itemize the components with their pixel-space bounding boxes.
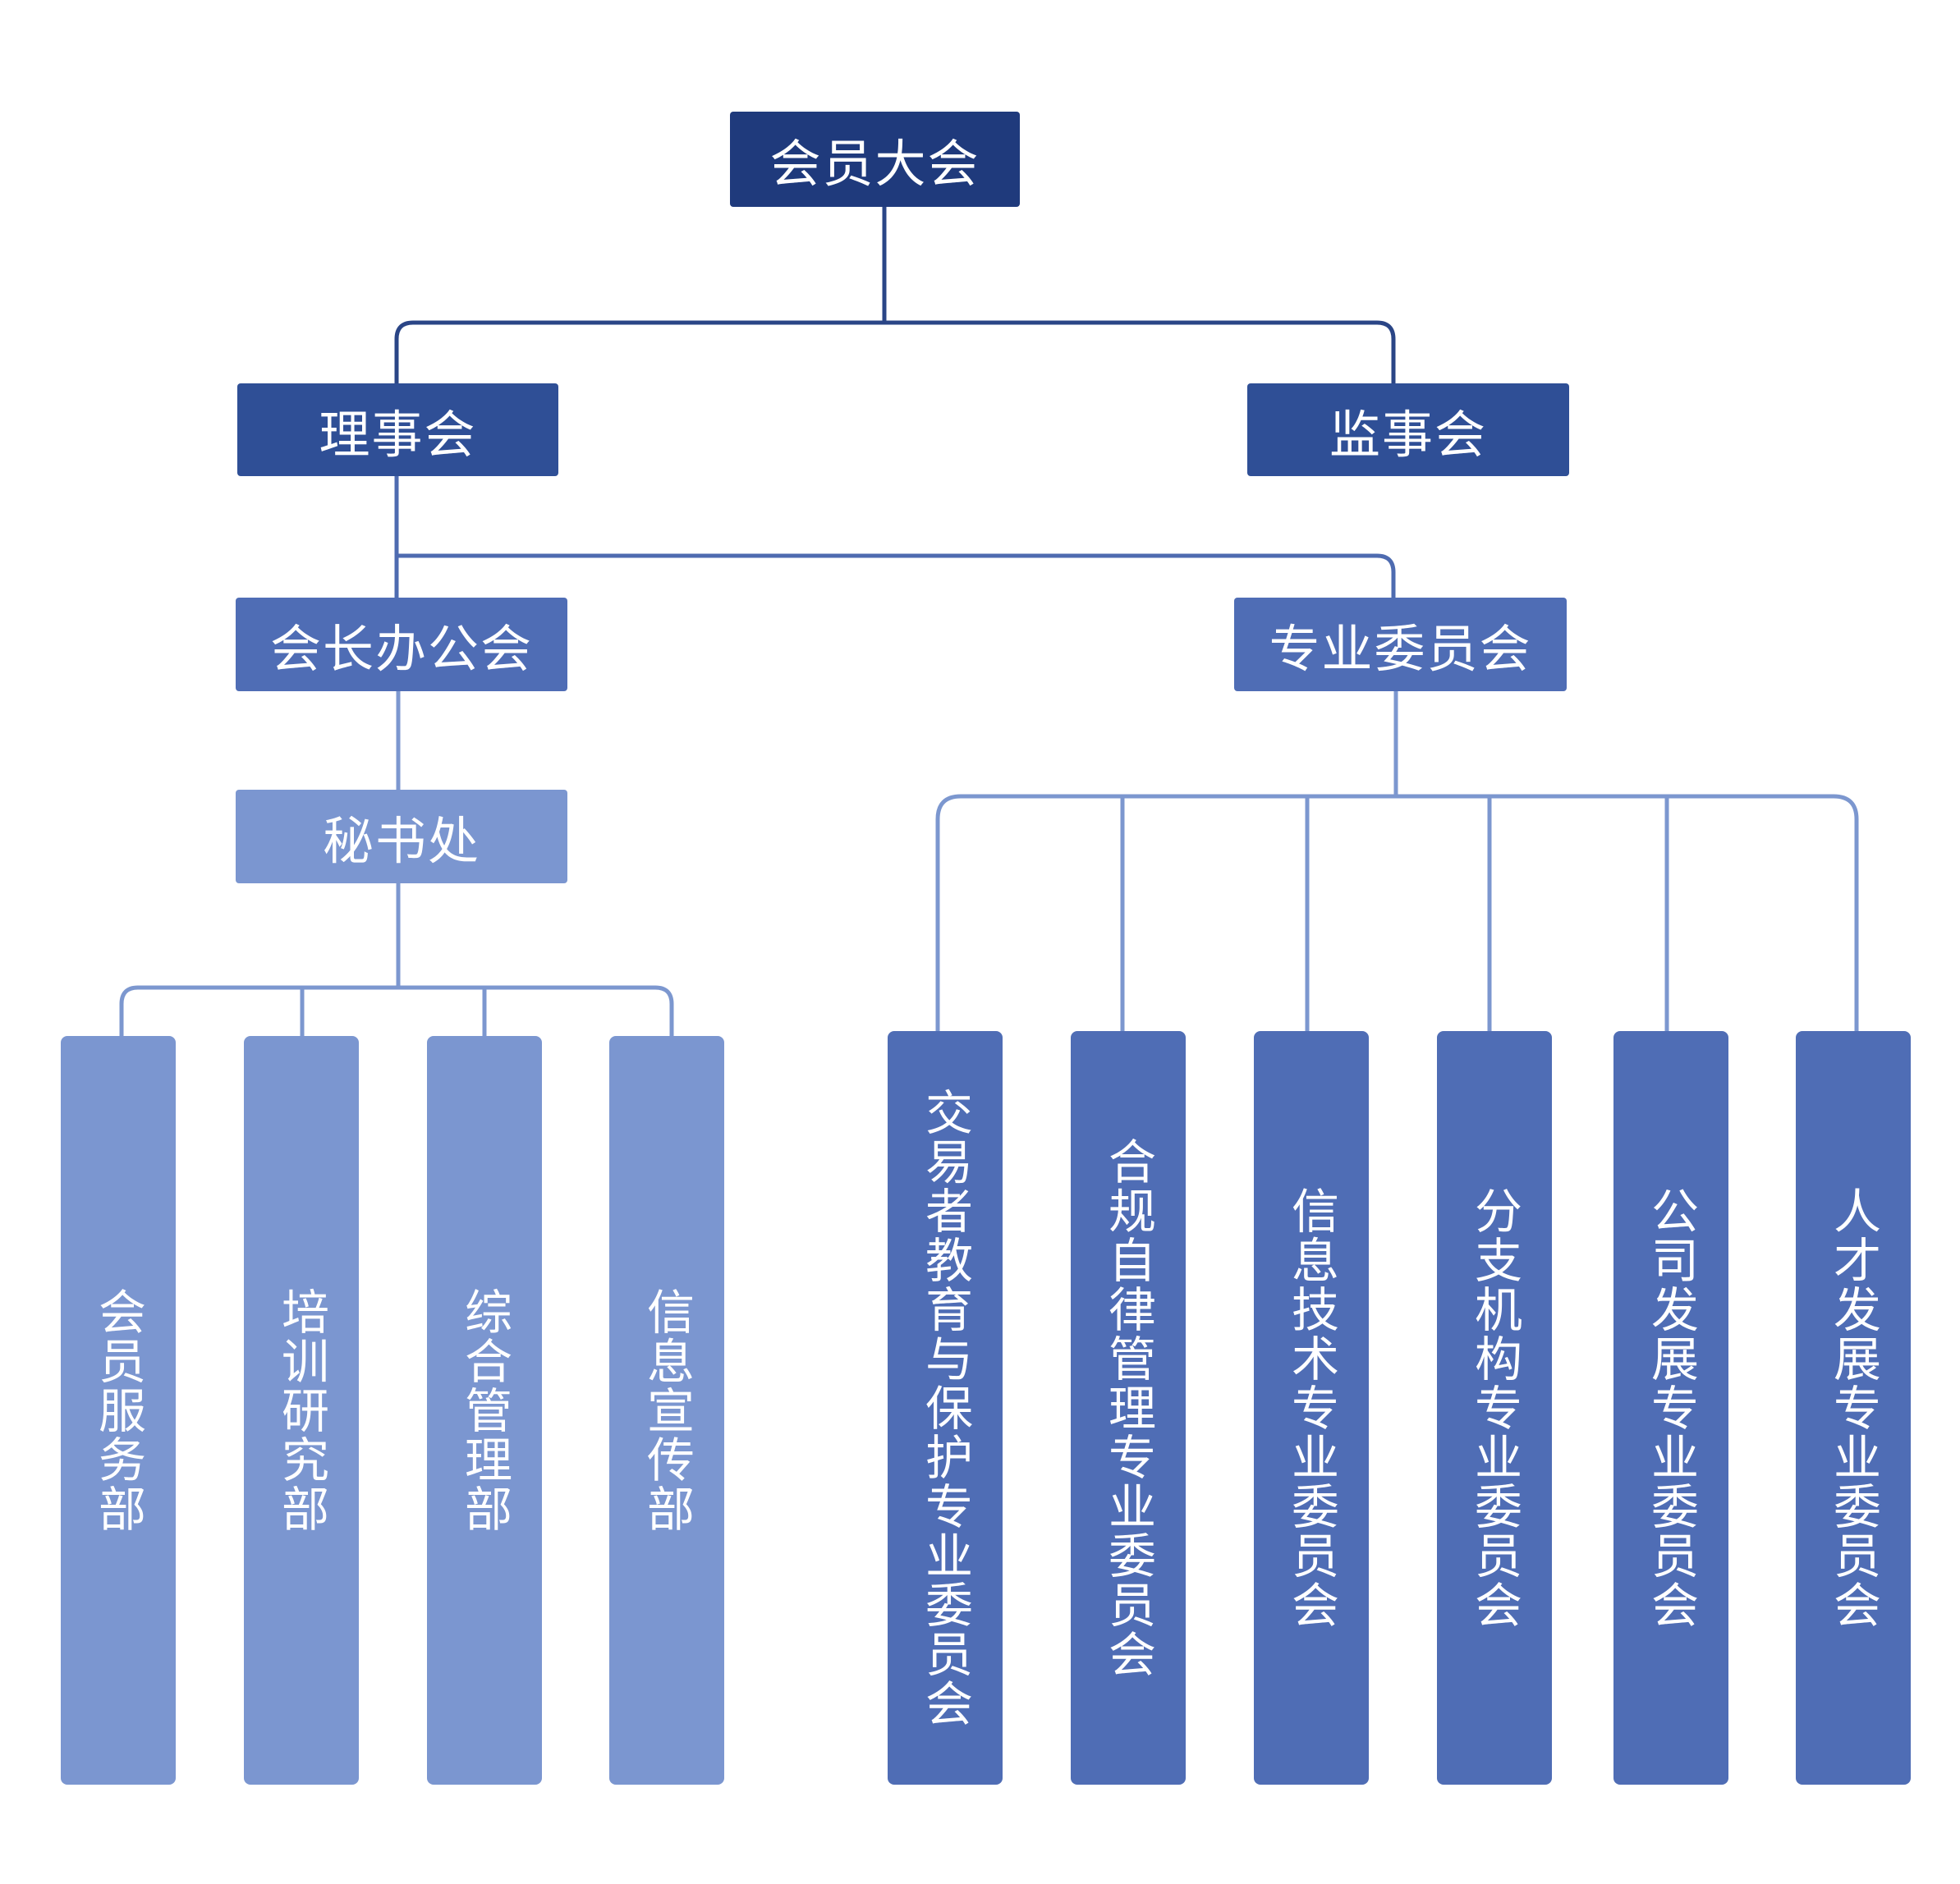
committee-box: 信息技术专业委员会 xyxy=(1254,1031,1369,1785)
department-box: 会员服务部 xyxy=(61,1036,176,1785)
general-assembly-box: 会员大会 xyxy=(730,112,1020,207)
council-label: 理事会 xyxy=(319,404,477,465)
president-office-label: 会长办公会 xyxy=(269,619,533,679)
department-box: 信息宣传部 xyxy=(609,1036,724,1785)
supervisory-board-box: 监事会 xyxy=(1247,383,1569,476)
connector-committees xyxy=(935,691,1859,1031)
connector-council xyxy=(394,476,1396,598)
committee-box: 公司发展专业委员会 xyxy=(1613,1031,1728,1785)
council-box: 理事会 xyxy=(237,383,558,476)
president-office-box: 会长办公会 xyxy=(236,598,567,691)
connector-top xyxy=(394,207,1396,383)
committee-box: 分支机构专业委员会 xyxy=(1437,1031,1552,1785)
secretariat-box: 秘书处 xyxy=(236,790,567,883)
professional-committees-box: 专业委员会 xyxy=(1234,598,1567,691)
department-box: 培训研究部 xyxy=(244,1036,359,1785)
connector-secretariat xyxy=(119,691,674,1036)
secretariat-label: 秘书处 xyxy=(322,811,480,871)
committee-label: 信息技术专业委员会 xyxy=(1283,1186,1339,1630)
professional-committees-label: 专业委员会 xyxy=(1269,619,1532,679)
department-label: 培训研究部 xyxy=(273,1287,329,1533)
committee-box: 合规自律管理专业委员会 xyxy=(1071,1031,1186,1785)
committee-box: 人才发展专业委员会 xyxy=(1796,1031,1911,1785)
committee-label: 合规自律管理专业委员会 xyxy=(1100,1137,1156,1679)
department-label: 综合管理部 xyxy=(457,1287,512,1533)
committee-label: 交易者教育与保护专业委员会 xyxy=(917,1088,973,1728)
committee-label: 分支机构专业委员会 xyxy=(1467,1186,1522,1630)
department-box: 综合管理部 xyxy=(427,1036,542,1785)
department-label: 信息宣传部 xyxy=(639,1287,695,1533)
committee-label: 人才发展专业委员会 xyxy=(1825,1186,1881,1630)
general-assembly-label: 会员大会 xyxy=(769,134,980,194)
committee-box: 交易者教育与保护专业委员会 xyxy=(888,1031,1003,1785)
committee-label: 公司发展专业委员会 xyxy=(1643,1186,1699,1630)
department-label: 会员服务部 xyxy=(90,1287,146,1533)
supervisory-board-label: 监事会 xyxy=(1329,404,1487,465)
